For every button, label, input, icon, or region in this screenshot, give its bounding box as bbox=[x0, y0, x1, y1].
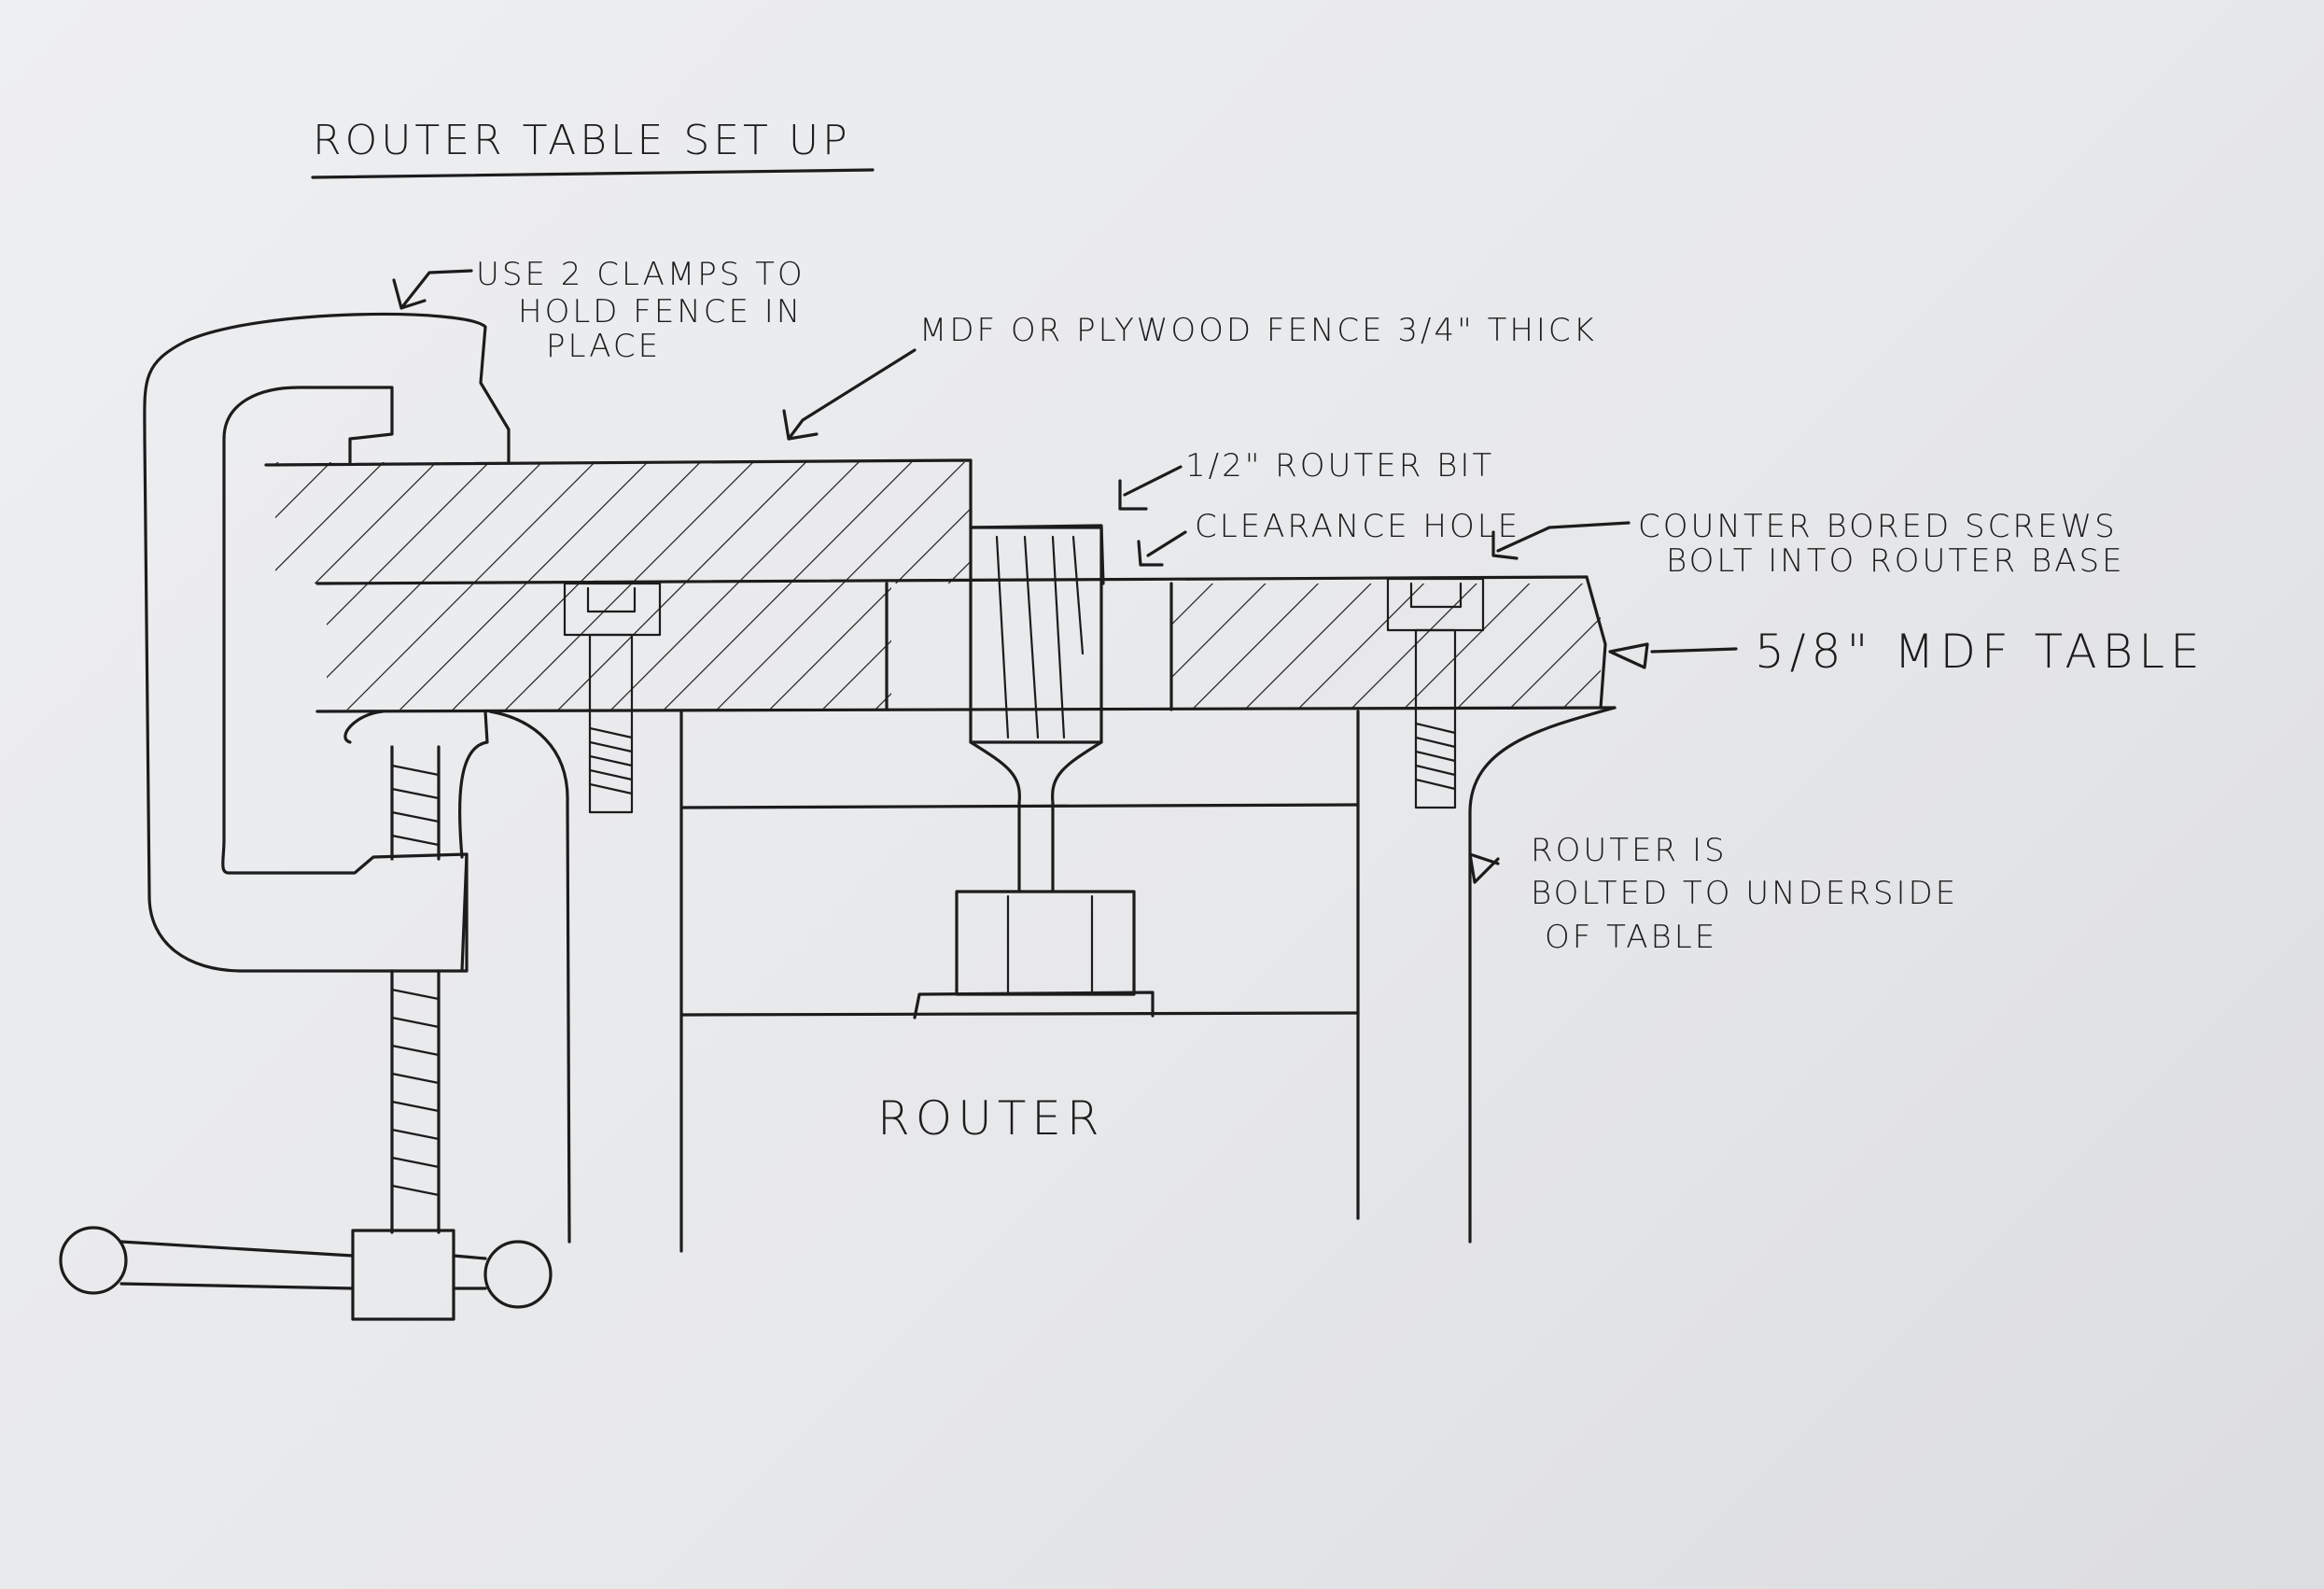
fence-board bbox=[264, 458, 1105, 585]
title-underline bbox=[311, 168, 875, 179]
bit-leader bbox=[1118, 465, 1183, 511]
diagram-title: ROUTER TABLE SET UP bbox=[313, 117, 851, 164]
c-clamp bbox=[59, 312, 553, 1321]
router-base-left bbox=[488, 710, 571, 1244]
label-screws-2: BOLT INTO ROUTER BASE bbox=[1666, 542, 2125, 580]
router-bit bbox=[969, 526, 1103, 893]
label-clearance-hole: CLEARANCE HOLE bbox=[1195, 508, 1520, 545]
mdf-table bbox=[315, 575, 1617, 713]
fence-leader bbox=[782, 348, 917, 441]
counterbored-screw-right bbox=[1386, 577, 1485, 809]
label-clamps-2: HOLD FENCE IN bbox=[518, 293, 803, 330]
label-note-3: OF TABLE bbox=[1545, 919, 1717, 956]
label-screws-1: COUNTER BORED SCREWS bbox=[1638, 508, 2118, 545]
note-leader bbox=[1468, 852, 1500, 884]
counterbored-screw-left bbox=[563, 582, 662, 814]
router-body bbox=[679, 710, 1360, 1253]
screws-leader bbox=[1491, 521, 1631, 560]
label-note-2: BOLTED TO UNDERSIDE bbox=[1531, 875, 1958, 912]
clearance-leader bbox=[1137, 530, 1187, 567]
label-clamps-3: PLACE bbox=[546, 328, 661, 365]
label-clamps-1: USE 2 CLAMPS TO bbox=[476, 256, 805, 293]
router-base-right bbox=[1468, 706, 1617, 1244]
clamps-leader bbox=[392, 269, 473, 310]
label-router-bit: 1/2" ROUTER BIT bbox=[1185, 447, 1494, 485]
table-leader bbox=[1608, 642, 1738, 669]
label-fence: MDF OR PLYWOOD FENCE 3/4" THICK bbox=[919, 312, 1597, 349]
label-router: ROUTER bbox=[877, 1091, 1105, 1146]
label-table: 5/8" MDF TABLE bbox=[1755, 625, 2205, 679]
label-note-1: ROUTER IS bbox=[1531, 832, 1728, 869]
